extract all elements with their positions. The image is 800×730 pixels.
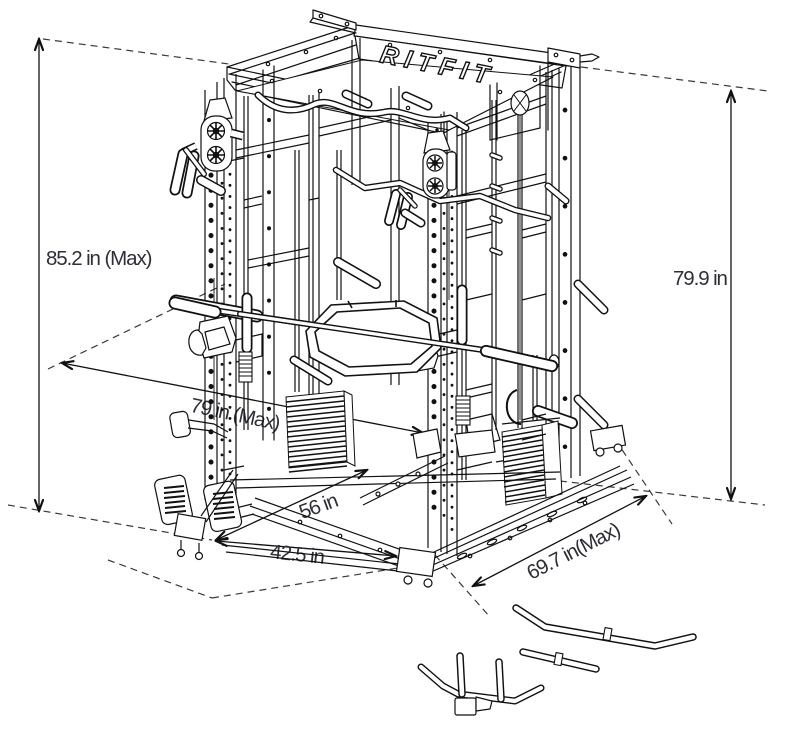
svg-text:42.5 in: 42.5 in	[269, 540, 326, 569]
svg-text:79.9 in: 79.9 in	[673, 267, 728, 290]
svg-text:79 in (Max): 79 in (Max)	[188, 394, 282, 435]
svg-text:85.2 in (Max): 85.2 in (Max)	[46, 247, 152, 270]
svg-text:56 in: 56 in	[296, 489, 341, 524]
